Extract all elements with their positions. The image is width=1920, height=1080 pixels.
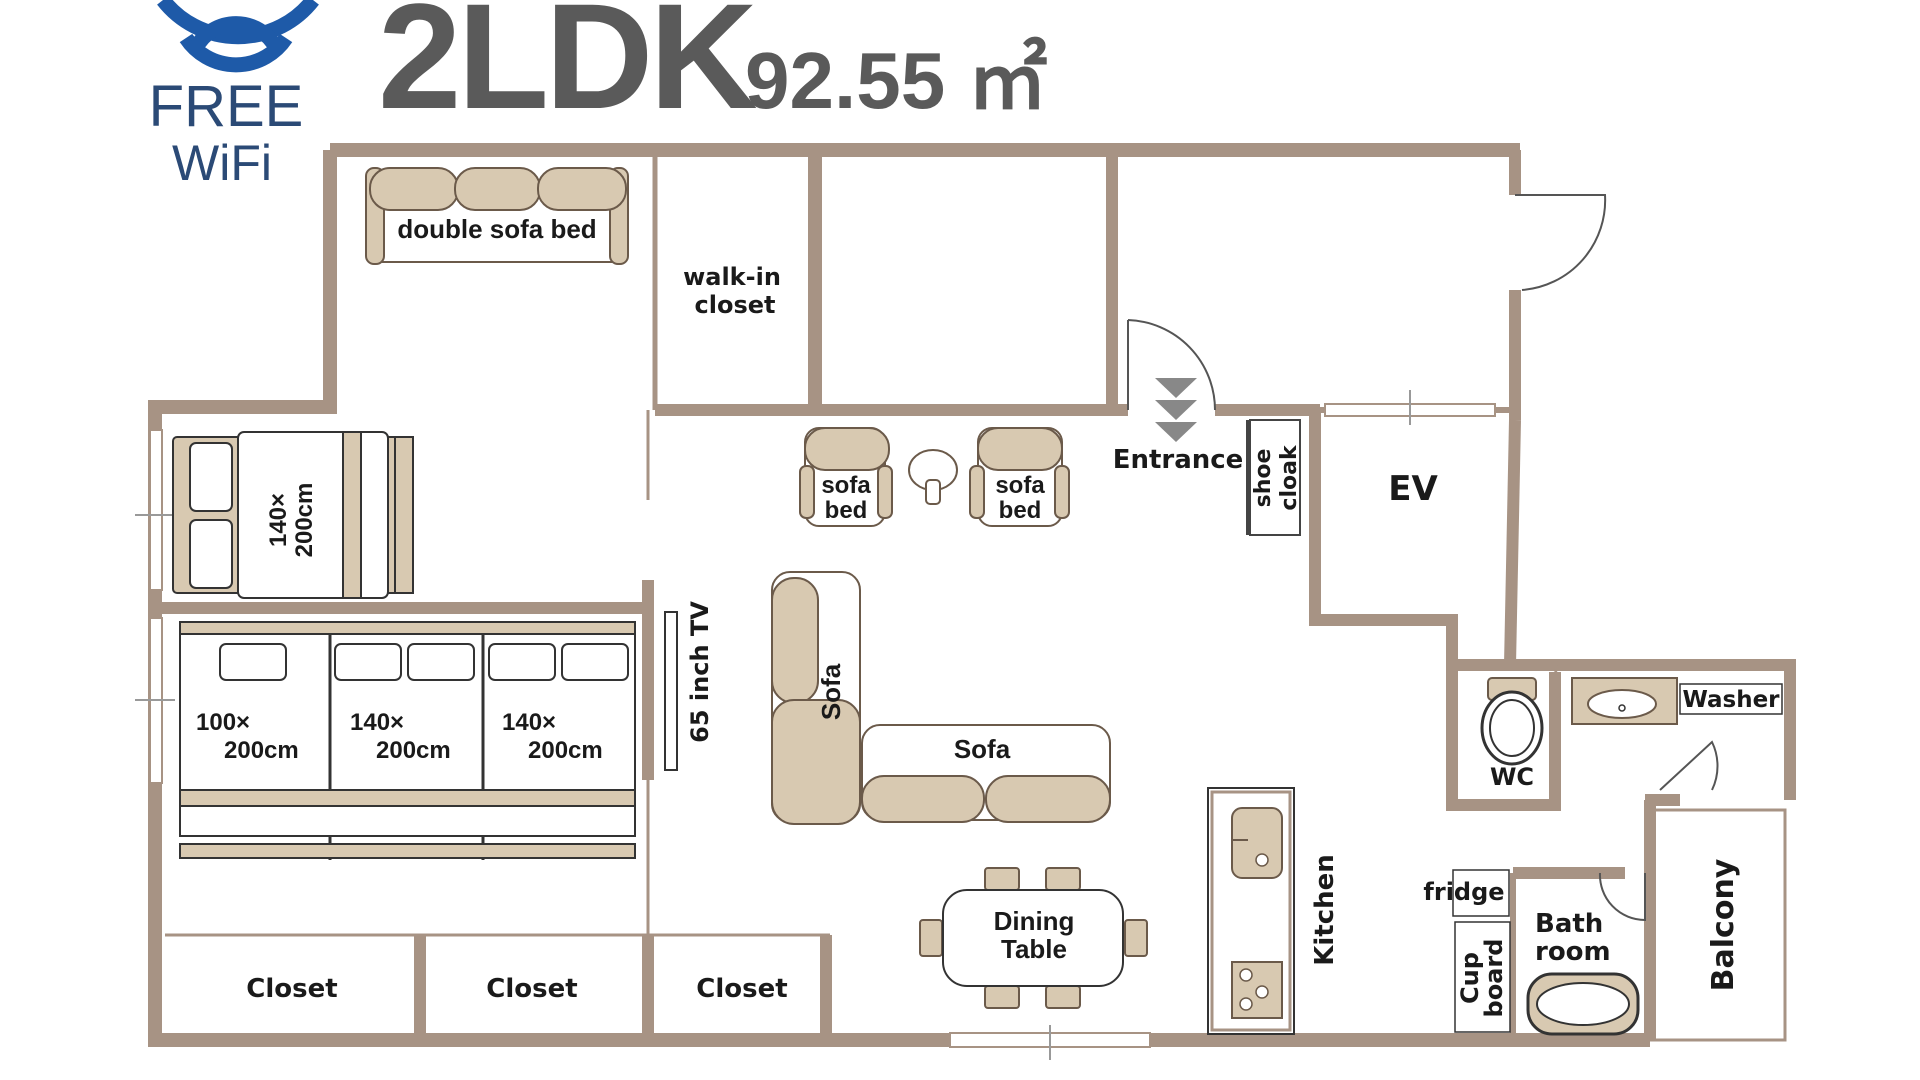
sofa-horizontal-label: Sofa [954,734,1011,764]
fridge-box [1452,869,1510,917]
sink-icon [1231,807,1283,879]
double-sofa-bed [365,167,629,265]
double-sofa-bed-label: double sofa bed [397,214,596,244]
sofa-vertical-label: Sofa [816,663,846,720]
bed-side-label-1: 140× [265,493,292,547]
layout-type-title: 2LDK [378,0,756,140]
sofa-bed-chair-2 [969,427,1070,527]
closet-label-3: Closet [696,974,787,1004]
closet-label-1: Closet [246,974,337,1004]
sofa-bed-chair-1 [799,427,893,527]
bathroom-label-2: room [1535,937,1611,967]
kitchen-counter [1207,787,1295,1035]
fridge-label: fridge [1423,878,1504,906]
washbasin-icon [1571,677,1678,725]
wifi-label-wifi: WiFi [172,135,272,191]
bed-3-label-1: 140× [502,709,556,736]
wifi-icon [157,0,319,73]
sofa-bed-1-label-2: bed [825,497,868,524]
closet-label-2: Closet [486,974,577,1004]
bed-side-room [172,431,414,599]
washer-label: Washer [1682,687,1780,713]
shoe-cloak-label-1: shoe [1251,449,1276,508]
door-swings [1127,194,1719,922]
entrance-label: Entrance [1113,445,1244,475]
ev-label: EV [1388,469,1438,509]
sofa-bed-1-label-1: sofa [821,472,871,499]
dining-set [919,867,1148,1009]
walk-in-closet-label-2: closet [695,291,776,319]
balcony-label: Balcony [1706,858,1741,991]
bathtub-icon [1526,972,1640,1036]
cupboard-box [1454,921,1511,1033]
bed-2-label-2: 200cm [376,737,451,764]
bed-1-label-1: 100× [196,709,250,736]
cupboard-label-1: Cup [1456,952,1484,1004]
dining-table-label-2: Table [1001,934,1067,964]
walk-in-closet-label-1: walk-in [683,263,781,291]
dining-table-label-1: Dining [994,906,1075,936]
cupboard-label-2: board [1480,939,1508,1018]
wifi-label-free: FREE [149,74,304,139]
entrance-arrows-icon [1155,378,1197,442]
shoe-cloak: shoe cloak [1249,419,1302,536]
kitchen-label: Kitchen [1310,854,1340,966]
shoe-cloak-label-2: cloak [1277,444,1302,511]
area-label: 92.55 ㎡ [745,36,1047,125]
side-table-icon [908,449,958,505]
bed-2-label-1: 140× [350,709,404,736]
tv-label: 65 inch TV [686,601,714,743]
sofa-bed-2-label-2: bed [999,497,1042,524]
beds-row [179,621,636,860]
windows [135,390,1496,1060]
bathroom-label-1: Bath [1535,909,1603,939]
wc-label: WC [1490,763,1534,791]
bed-side-label-2: 200cm [291,483,318,558]
sofa-bed-2-label-1: sofa [995,472,1045,499]
washer-box [1679,683,1783,715]
bed-3-label-2: 200cm [528,737,603,764]
l-sofa [771,571,1111,825]
tv-icon [664,611,678,771]
bed-1-label-2: 200cm [224,737,299,764]
toilet-icon [1480,677,1544,766]
